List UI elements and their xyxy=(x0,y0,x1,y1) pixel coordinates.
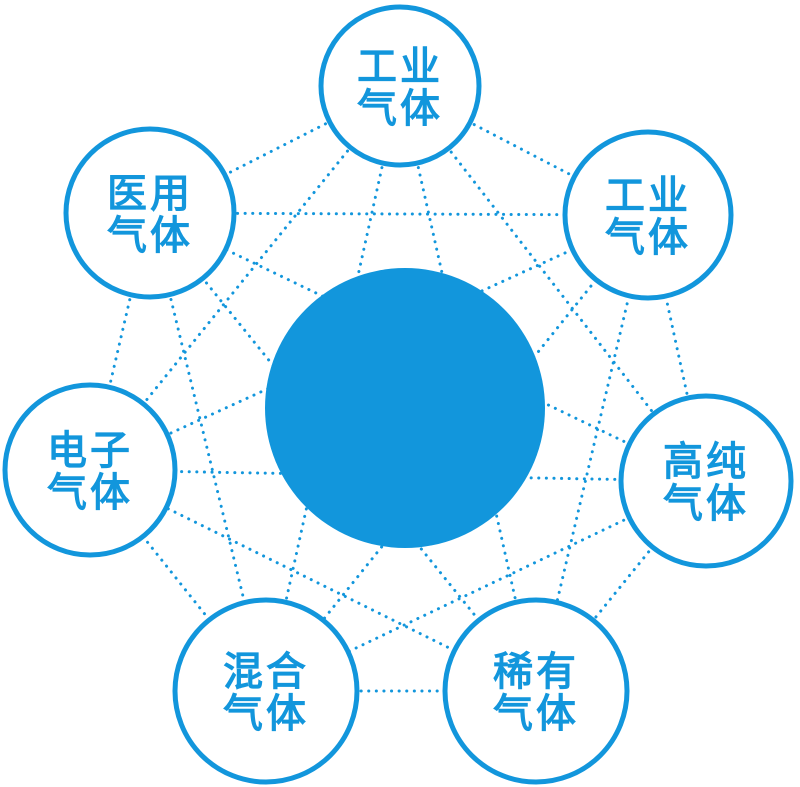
node-circle-industrial-gas-top xyxy=(318,4,482,168)
node-circle-industrial-gas-right xyxy=(562,129,734,301)
dotted-connector-line xyxy=(264,479,708,693)
node-industrial-gas-top: 工业气体 xyxy=(318,4,482,168)
dotted-connector-line xyxy=(398,84,708,483)
node-label-mixed-gas: 混合气体 xyxy=(223,649,309,737)
node-circle-rare-gas xyxy=(442,597,630,785)
dotted-connector-line xyxy=(534,213,650,693)
node-label-high-purity-gas: 高纯气体 xyxy=(663,439,749,527)
center-circle xyxy=(265,268,545,548)
dotted-connector-line xyxy=(264,84,402,693)
node-circle-mixed-gas xyxy=(172,597,360,785)
node-electronic-gas: 电子气体 xyxy=(2,382,178,558)
node-circle-electronic-gas xyxy=(2,382,178,558)
dotted-connector-line xyxy=(398,84,538,693)
node-high-purity-gas: 高纯气体 xyxy=(618,393,794,569)
node-label-rare-gas: 稀有气体 xyxy=(493,649,579,737)
node-medical-gas: 医用气体 xyxy=(63,126,237,300)
node-label-industrial-gas-right: 工业气体 xyxy=(605,173,691,261)
node-label-electronic-gas: 电子气体 xyxy=(47,428,133,516)
node-circle-medical-gas xyxy=(63,126,237,300)
node-rare-gas: 稀有气体 xyxy=(442,597,630,785)
node-mixed-gas: 混合气体 xyxy=(172,597,360,785)
node-circle-high-purity-gas xyxy=(618,393,794,569)
node-label-medical-gas: 医用气体 xyxy=(107,171,193,259)
node-label-industrial-gas-top: 工业气体 xyxy=(357,44,443,132)
node-industrial-gas-right: 工业气体 xyxy=(562,129,734,301)
